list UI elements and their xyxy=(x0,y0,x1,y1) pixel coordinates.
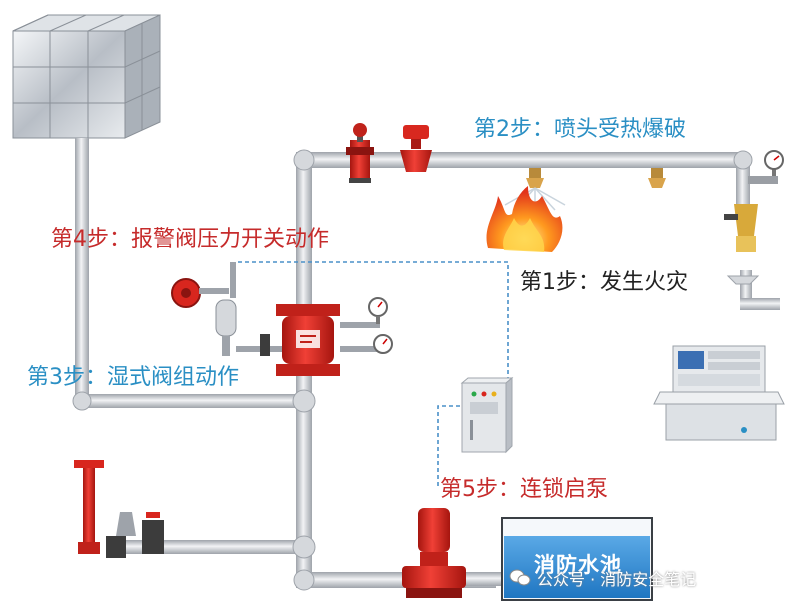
step2-label: 第2步：喷头受热爆破 xyxy=(474,117,686,142)
fire-icon xyxy=(486,186,563,252)
fire-control-panel-icon xyxy=(653,345,785,441)
signal-butterfly-valve-icon xyxy=(346,123,374,183)
signal-gate-valve-icon xyxy=(400,125,432,172)
pressure-gauge-icon xyxy=(373,334,393,354)
pump-control-cabinet-icon xyxy=(460,376,514,454)
wet-alarm-valve-icon xyxy=(236,304,380,376)
wechat-icon xyxy=(509,569,531,586)
steel-water-tank-icon xyxy=(12,14,161,139)
sprinkler-head-icon xyxy=(648,168,666,188)
watermark: 公众号 · 消防安全笔记 xyxy=(509,566,696,590)
fire-water-pool-icon xyxy=(501,517,653,601)
pressure-gauge-icon xyxy=(368,297,388,324)
signal-lines xyxy=(238,261,509,488)
end-test-valve-icon xyxy=(724,176,778,252)
watermark-text: 公众号 · 消防安全笔记 xyxy=(537,570,697,589)
step3-label: 第3步：湿式阀组动作 xyxy=(27,365,239,390)
alarm-bell-icon xyxy=(171,278,229,308)
fire-pump-icon xyxy=(402,508,506,598)
step5-label: 第5步：连锁启泵 xyxy=(440,477,608,502)
step4-label: 第4步：报警阀压力开关动作 xyxy=(51,227,329,252)
retard-chamber-icon xyxy=(215,262,237,356)
fire-water-pool-label: 消防水池 xyxy=(534,553,622,577)
sprinkler-head-icon xyxy=(526,168,544,188)
step1-label: 第1步：发生火灾 xyxy=(520,270,688,295)
pressure-gauge-icon xyxy=(764,150,784,178)
pump-adapter-icon xyxy=(74,460,164,558)
